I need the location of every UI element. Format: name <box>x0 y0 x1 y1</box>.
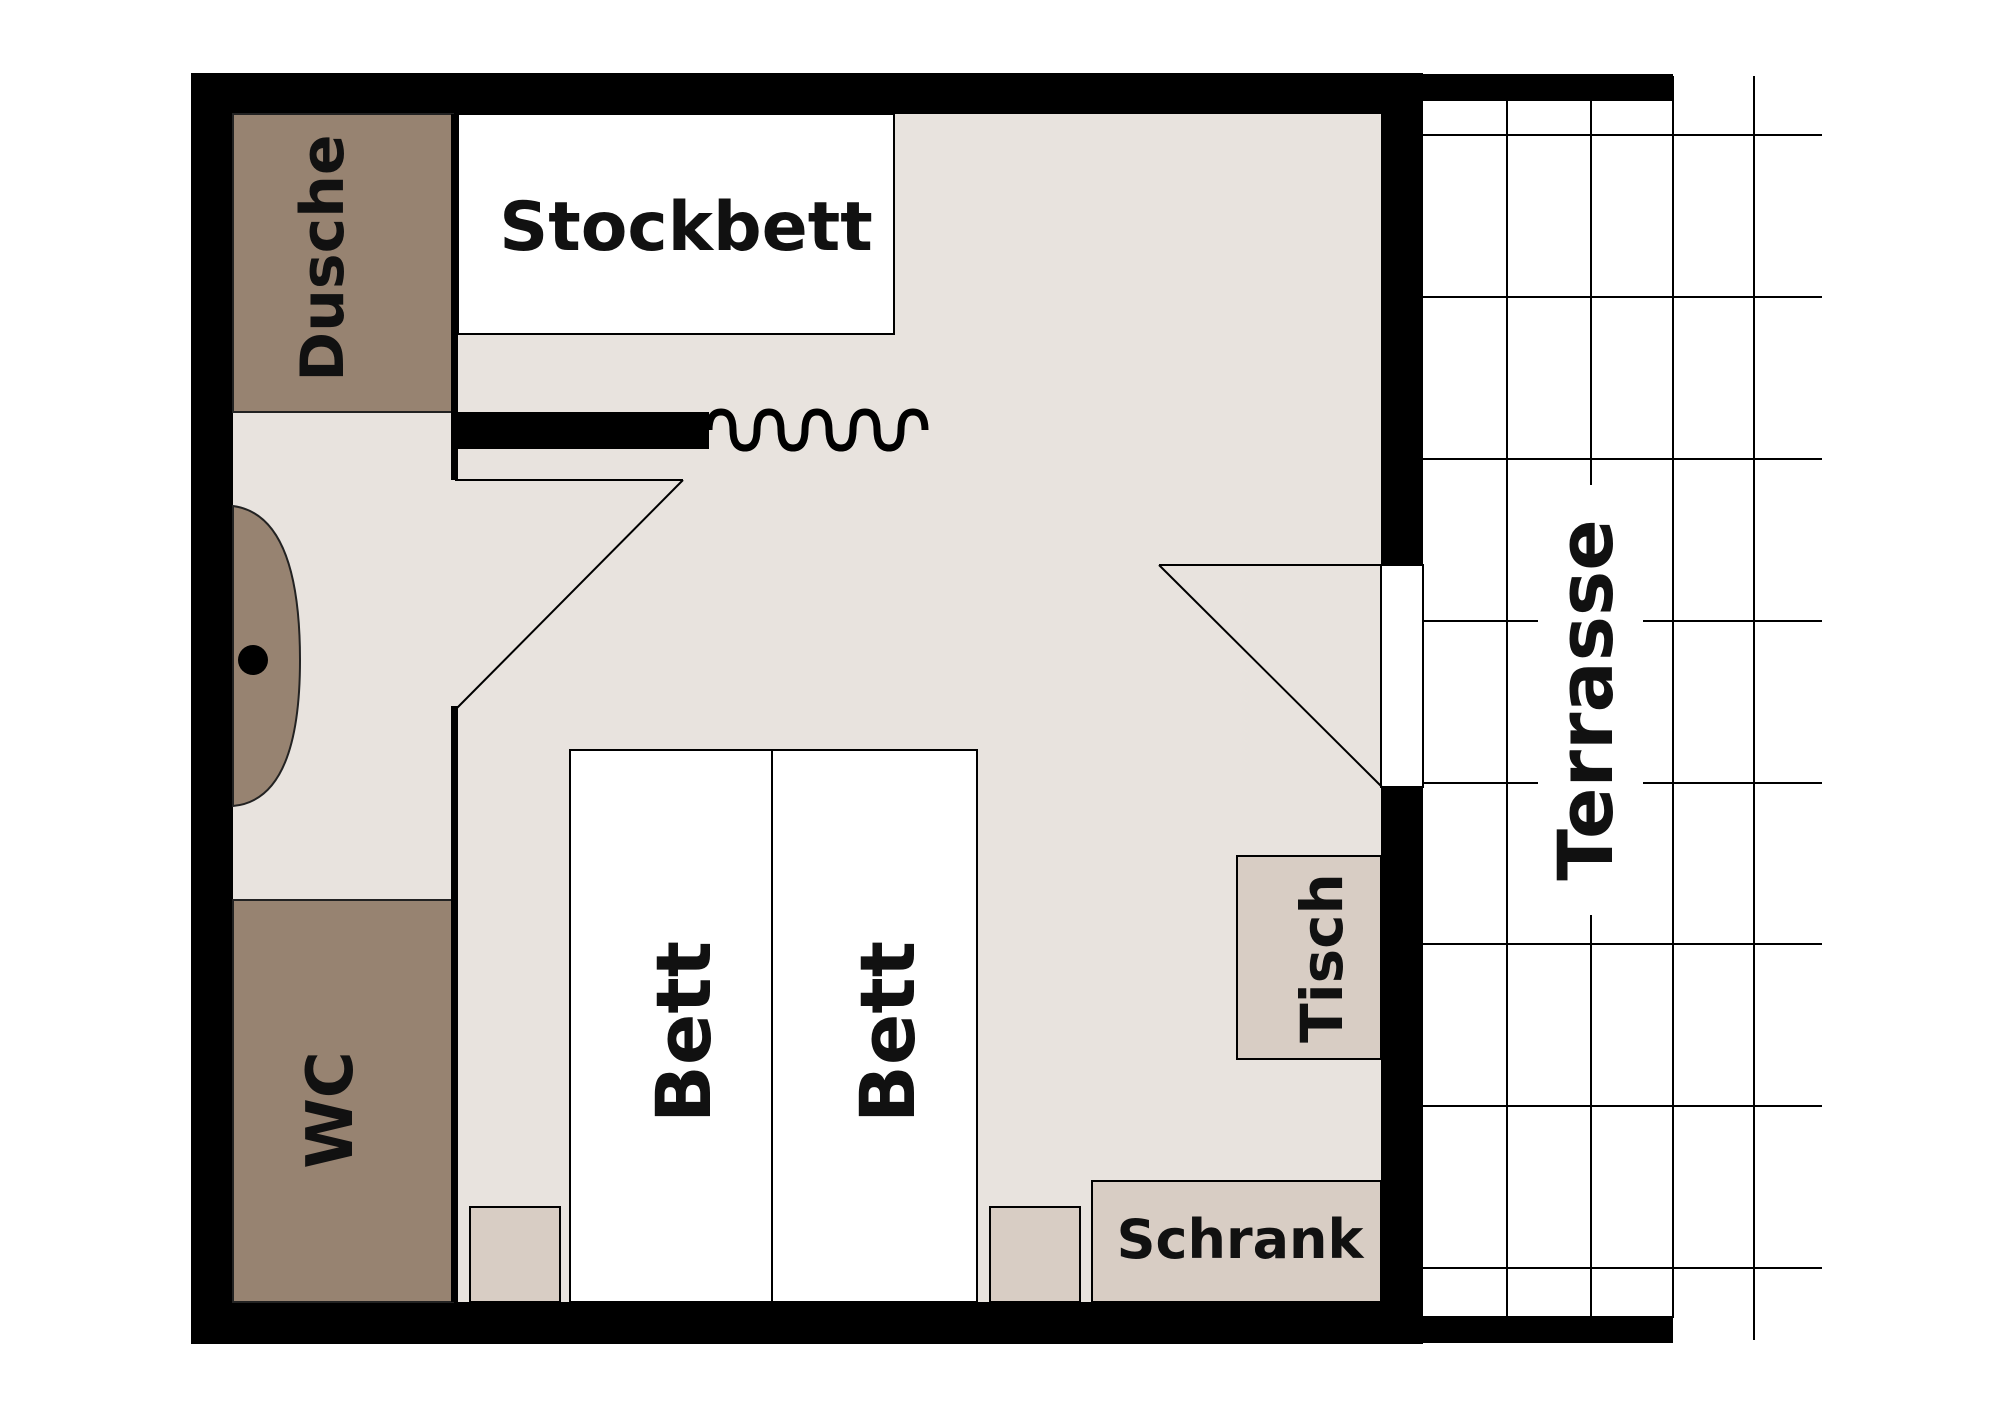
bunk-bed <box>457 113 895 335</box>
table <box>1236 855 1382 1060</box>
terrace-label-backdrop <box>1538 485 1643 915</box>
shower-label: Dusche <box>288 134 358 381</box>
curtain <box>705 408 929 452</box>
table-label: Tisch <box>1288 873 1356 1043</box>
bathroom-door-swing <box>455 479 684 709</box>
wardrobe <box>1091 1180 1382 1303</box>
bed-right-label: Bett <box>843 941 932 1123</box>
wc-label: WC <box>294 1051 368 1169</box>
terrace-door-swing <box>1158 564 1384 789</box>
bathroom-wall-lower <box>451 706 458 1302</box>
terrace-label: Terrasse <box>1541 519 1630 881</box>
bed-left-label: Bett <box>639 941 728 1123</box>
nightstand-left <box>469 1206 561 1303</box>
terrace-rail-bottom <box>1422 1316 1673 1343</box>
bed-right <box>771 749 978 1303</box>
bathroom-wall-upper <box>451 114 458 480</box>
terrace-door-opening <box>1380 564 1424 788</box>
washbasin-drain <box>238 645 268 675</box>
shower <box>232 113 454 413</box>
wc <box>232 899 454 1303</box>
nightstand-right <box>989 1206 1081 1303</box>
partition-wall <box>451 412 709 449</box>
wardrobe-label: Schrank <box>1117 1208 1365 1271</box>
bunk-bed-label: Stockbett <box>499 188 873 267</box>
terrace-grid <box>1422 76 1822 1340</box>
bed-left <box>569 749 773 1303</box>
terrace-rail-top <box>1422 74 1673 101</box>
